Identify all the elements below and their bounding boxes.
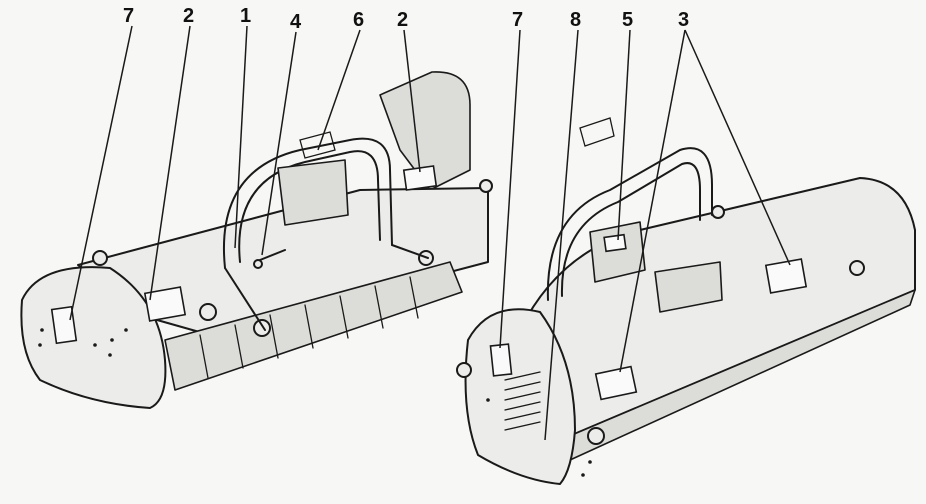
left-leaders bbox=[69, 25, 421, 321]
left-side-decal bbox=[402, 165, 438, 191]
callout-left-4: 4 bbox=[290, 11, 302, 33]
left-wheel-e bbox=[479, 179, 493, 193]
right-end-decal bbox=[489, 343, 513, 377]
callout-left-2: 2 bbox=[183, 5, 194, 27]
callout-left-1: 7 bbox=[123, 5, 134, 27]
right-wheel-b bbox=[587, 427, 605, 445]
left-hitch-frame bbox=[223, 137, 393, 269]
callout-left-5: 6 bbox=[353, 9, 364, 31]
right-grille bbox=[504, 371, 541, 431]
left-hood-decal bbox=[143, 286, 187, 322]
left-gearbox bbox=[277, 159, 349, 226]
right-hood-decal-a bbox=[594, 365, 638, 401]
left-wheel-a bbox=[92, 250, 108, 266]
left-end-decal bbox=[50, 305, 78, 345]
right-wheel-d bbox=[711, 205, 725, 219]
left-callouts: 7 2 1 4 6 2 bbox=[123, 5, 408, 33]
left-rear-housing bbox=[379, 71, 471, 191]
callout-right-4: 3 bbox=[678, 9, 689, 31]
callout-left-6: 2 bbox=[397, 9, 408, 31]
right-callouts: 7 8 5 3 bbox=[512, 9, 689, 31]
callout-right-2: 8 bbox=[570, 9, 581, 31]
callout-right-1: 7 bbox=[512, 9, 523, 31]
left-wheel-c bbox=[253, 319, 271, 337]
right-wheel-a bbox=[456, 362, 472, 378]
left-flap-strip bbox=[164, 261, 463, 391]
right-leaders bbox=[499, 29, 791, 441]
left-flail-mower bbox=[20, 71, 493, 409]
right-hood-decal-b bbox=[764, 258, 808, 294]
left-end-plate bbox=[20, 266, 167, 409]
right-gearbox-decal bbox=[603, 233, 627, 253]
callout-left-3: 1 bbox=[240, 5, 251, 27]
callout-right-3: 5 bbox=[622, 9, 633, 31]
right-flail-mower bbox=[456, 117, 916, 485]
right-wheel-c bbox=[849, 260, 865, 276]
right-hitch-frame bbox=[546, 147, 713, 301]
left-wheel-b bbox=[199, 303, 217, 321]
